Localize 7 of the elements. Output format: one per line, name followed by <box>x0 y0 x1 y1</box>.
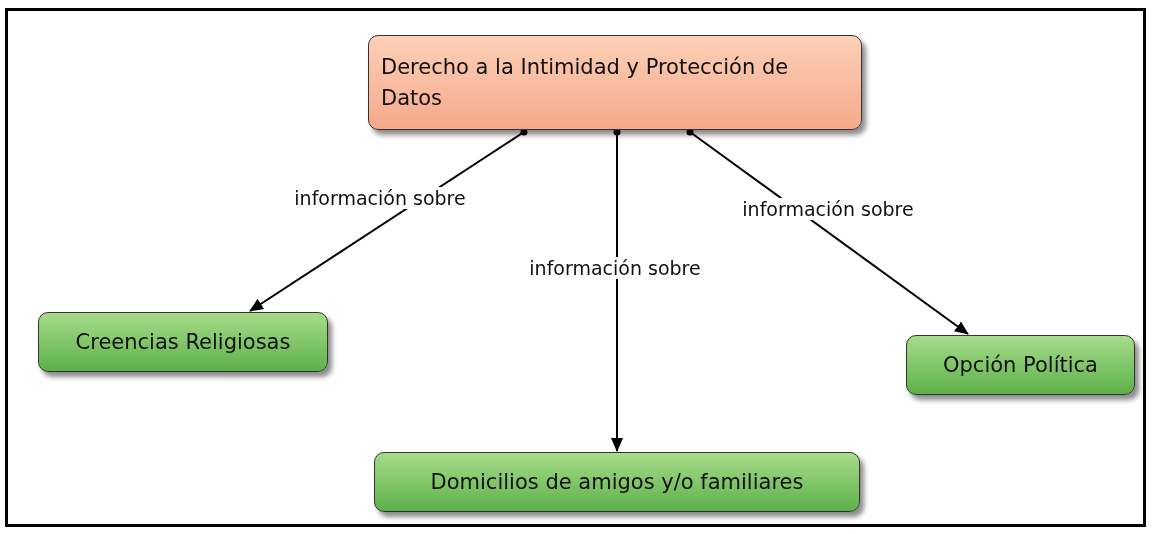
concept-box: Creencias Religiosas <box>38 312 328 372</box>
concept-box: Derecho a la Intimidad y Protección de Datos <box>368 35 862 130</box>
arrow <box>249 128 528 312</box>
arrow <box>611 128 623 452</box>
arrow <box>686 128 969 335</box>
concept-box: Domicilios de amigos y/o familiares <box>374 452 860 512</box>
concept-box: Opción Política <box>906 335 1135 395</box>
